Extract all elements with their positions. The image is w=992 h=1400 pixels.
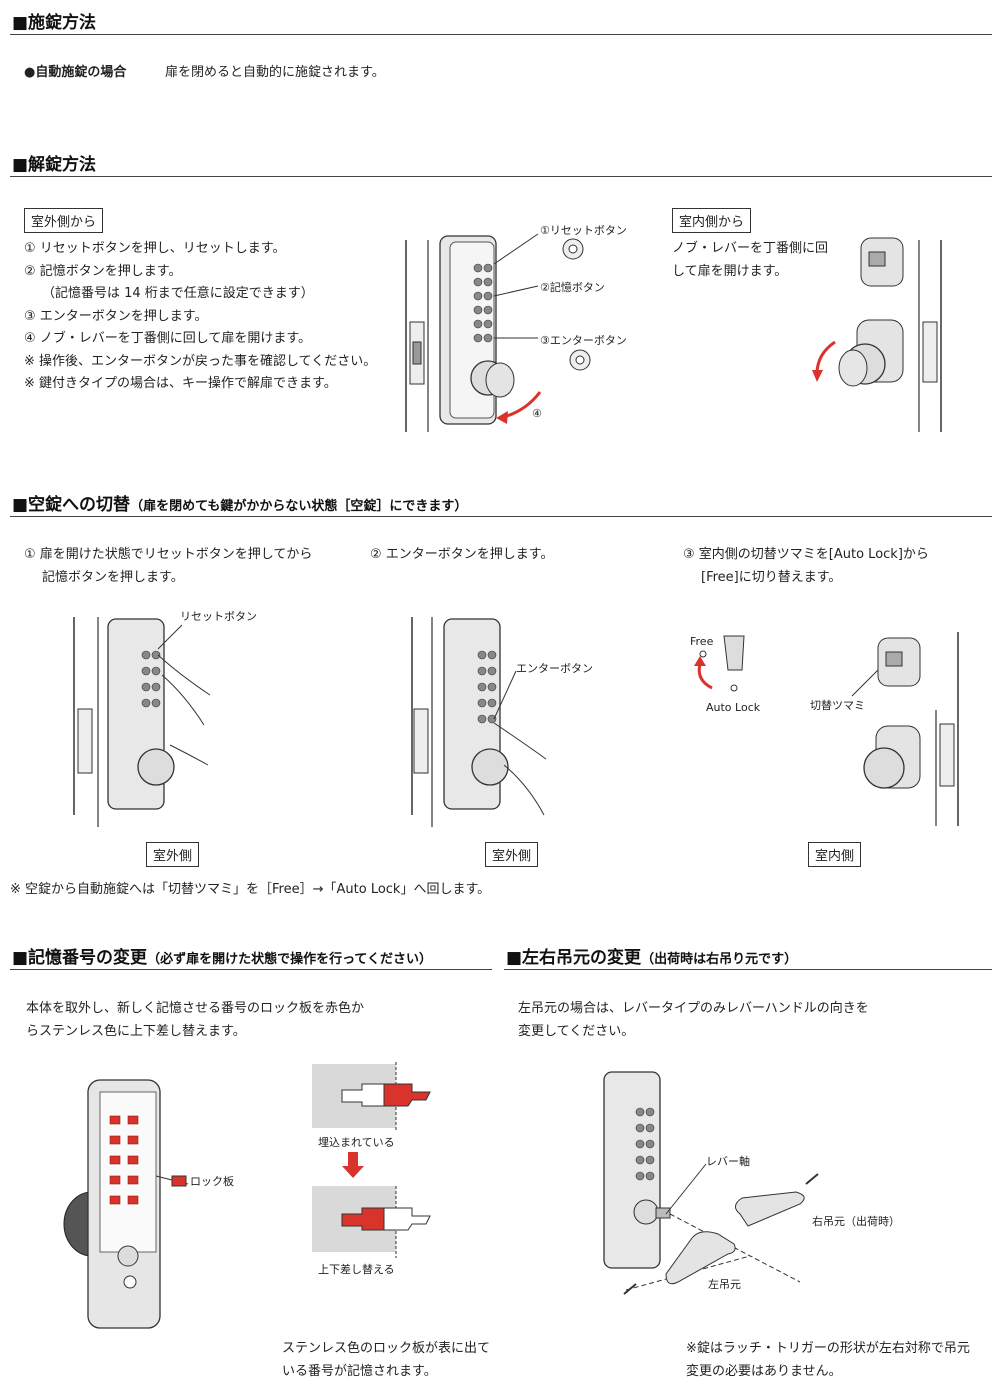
- free-position-label: Free: [690, 635, 714, 648]
- caption-inside: 室内側: [808, 842, 862, 867]
- hinge-change-note-line: ※錠はラッチ・トリガーの形状が左右対称で吊元: [686, 1341, 970, 1356]
- hinge-change-note-line: 変更の必要はありません。: [686, 1363, 842, 1379]
- unlock-step-note: （記憶番号は 14 桁まで任意に設定できます）: [42, 286, 314, 301]
- free-switch-subtitle: （扉を閉めても鍵がかからない状態［空錠］にできます）: [130, 499, 468, 514]
- button-detail-icons: [562, 238, 591, 371]
- free-step-3-line: ③ 室内側の切替ツマミを[Auto Lock]から: [683, 547, 929, 562]
- inside-text: ノブ・レバーを丁番側に回 して扉を開けます。: [672, 238, 828, 283]
- free-step-1-line: ① 扉を開けた状態でリセットボタンを押してから: [24, 547, 313, 562]
- free-switch-title: ■空錠への切替: [12, 495, 131, 515]
- switch-knob-callout: 切替ツマミ: [810, 699, 865, 712]
- callout-step-4: ④: [532, 407, 542, 420]
- lock-plate-callout: ロック板: [190, 1175, 234, 1188]
- section-title-locking: ■施錠方法: [12, 13, 97, 33]
- section-rule: [10, 969, 492, 970]
- outside-label-box: 室外側から: [24, 208, 104, 233]
- free-step-3-line: [Free]に切り替えます。: [701, 569, 842, 585]
- hinge-change-note: ※錠はラッチ・トリガーの形状が左右対称で吊元 変更の必要はありません。: [686, 1338, 970, 1383]
- code-change-bottom-text: ステンレス色のロック板が表に出て いる番号が記憶されます。: [282, 1338, 490, 1383]
- enter-button-callout: エンターボタン: [516, 662, 593, 675]
- outside-lock-illustration: [405, 233, 542, 432]
- free-step-3: ③ 室内側の切替ツマミを[Auto Lock]から [Free]に切り替えます。: [683, 544, 929, 589]
- inside-label-box: 室内側から: [672, 208, 752, 233]
- unlock-caution: ※ 鍵付きタイプの場合は、キー操作で解扉できます。: [24, 376, 337, 391]
- callout-reset-button: ①リセットボタン: [540, 224, 627, 237]
- inside-text-line: ノブ・レバーを丁番側に回: [672, 241, 829, 256]
- autolock-position-label: Auto Lock: [706, 701, 761, 714]
- section-rule: [504, 969, 992, 970]
- inside-lock-illustration: [812, 237, 942, 432]
- unlock-steps: ① リセットボタンを押し、リセットします。 ② 記憶ボタンを押します。 （記憶番…: [24, 238, 376, 396]
- section-title-hinge-change: ■左右吊元の変更（出荷時は右吊り元です）: [506, 943, 797, 968]
- auto-lock-text: 扉を閉めると自動的に施錠されます。: [165, 65, 385, 80]
- lever-reversal-illustration: [603, 1071, 819, 1295]
- hinge-change-text-line: 変更してください。: [518, 1023, 635, 1039]
- code-change-bottom-line: いる番号が記憶されます。: [282, 1363, 437, 1379]
- hinge-change-text-line: 左吊元の場合は、レバータイプのみレバーハンドルの向きを: [518, 1001, 869, 1016]
- free-step-2: ② エンターボタンを押します。: [370, 547, 554, 562]
- reset-button-callout: リセットボタン: [180, 610, 257, 623]
- free-step-1: ① 扉を開けた状態でリセットボタンを押してから 記憶ボタンを押します。: [24, 544, 312, 589]
- code-change-bottom-line: ステンレス色のロック板が表に出て: [282, 1341, 491, 1356]
- free-step-1-line: 記憶ボタンを押します。: [42, 569, 184, 585]
- hinge-change-subtitle: （出荷時は右吊り元です）: [641, 952, 798, 967]
- code-change-subtitle: （必ず扉を開けた状態で操作を行ってください）: [147, 952, 433, 967]
- unlock-step: ② 記憶ボタンを押します。: [24, 263, 182, 279]
- swap-label: 上下差し替える: [318, 1263, 395, 1276]
- unlock-step: ③ エンターボタンを押します。: [24, 308, 208, 324]
- code-change-title: ■記憶番号の変更: [12, 948, 148, 968]
- unlock-step: ① リセットボタンを押し、リセットします。: [24, 241, 286, 256]
- code-change-text-line: らステンレス色に上下差し替えます。: [26, 1023, 246, 1039]
- free-step-1-illustration: [73, 617, 211, 827]
- free-switch-note: ※ 空錠から自動施錠へは「切替ツマミ」を［Free］→「Auto Lock」へ回…: [10, 882, 491, 897]
- right-hinge-callout: 右吊元（出荷時）: [812, 1215, 900, 1228]
- inside-text-line: して扉を開けます。: [672, 263, 788, 279]
- hinge-change-title: ■左右吊元の変更: [506, 948, 642, 968]
- lock-body-illustration: [63, 1079, 189, 1329]
- caption-outside-1: 室外側: [146, 842, 200, 867]
- lock-plate-swap-diagram: [312, 1062, 431, 1258]
- callout-enter-button: ③エンターボタン: [540, 334, 627, 347]
- callout-memory-button: ②記憶ボタン: [540, 281, 605, 294]
- free-step-3-illustration: [851, 632, 959, 826]
- hinge-change-text: 左吊元の場合は、レバータイプのみレバーハンドルの向きを 変更してください。: [518, 998, 869, 1043]
- section-rule: [10, 34, 992, 35]
- left-hinge-callout: 左吊元: [708, 1278, 741, 1291]
- code-change-text: 本体を取外し、新しく記憶させる番号のロック板を赤色か らステンレス色に上下差し替…: [26, 998, 364, 1043]
- embedded-label: 埋込まれている: [318, 1136, 395, 1149]
- section-rule: [10, 176, 992, 177]
- switch-knob-diagram: [694, 635, 745, 692]
- section-rule: [10, 516, 992, 517]
- auto-lock-label: ●自動施錠の場合: [24, 65, 127, 80]
- caption-outside-2: 室外側: [485, 842, 539, 867]
- section-title-code-change: ■記憶番号の変更（必ず扉を開けた状態で操作を行ってください）: [12, 943, 432, 968]
- section-title-unlocking: ■解錠方法: [12, 155, 97, 175]
- section-title-free-switch: ■空錠への切替（扉を閉めても鍵がかからない状態［空錠］にできます）: [12, 490, 467, 515]
- code-change-text-line: 本体を取外し、新しく記憶させる番号のロック板を赤色か: [26, 1001, 365, 1016]
- lever-shaft-callout: レバー軸: [706, 1155, 750, 1168]
- unlock-step: ④ ノブ・レバーを丁番側に回して扉を開けます。: [24, 331, 312, 346]
- free-step-2-illustration: [411, 617, 547, 827]
- unlock-caution: ※ 操作後、エンターボタンが戻った事を確認してください。: [24, 353, 377, 369]
